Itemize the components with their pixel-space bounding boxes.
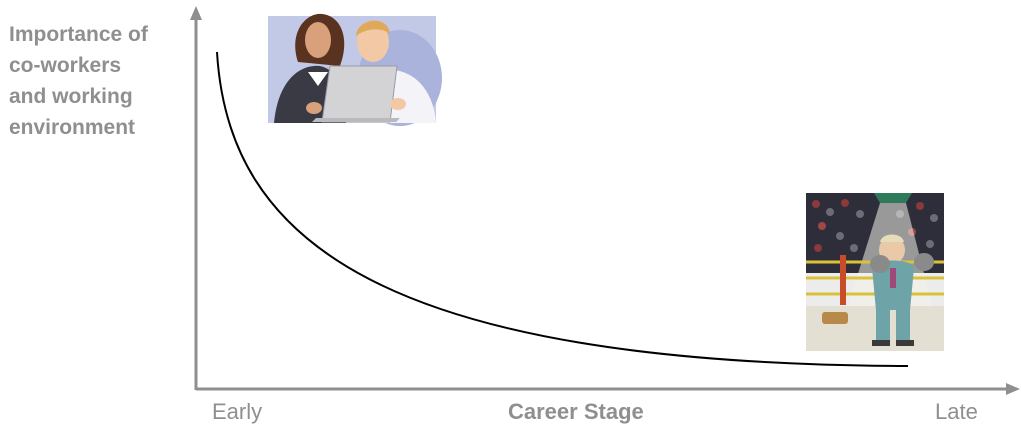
x-axis-title: Career Stage	[508, 399, 644, 424]
y-axis-label: Importance of co-workers and working env…	[9, 19, 179, 143]
y-axis-label-line-3: and working	[9, 85, 133, 108]
y-axis-label-line-2: co-workers	[9, 54, 122, 77]
x-axis-start-label: Early	[212, 399, 263, 424]
boxer-in-ring-clipart	[806, 193, 944, 351]
coworkers-at-laptop-clipart	[268, 13, 442, 126]
y-axis-arrow-icon	[190, 6, 202, 20]
y-axis-label-line-4: environment	[9, 116, 136, 139]
x-axis-arrow-icon	[1006, 383, 1020, 395]
importance-curve	[216, 51, 909, 367]
y-axis-label-line-1: Importance of	[9, 23, 148, 46]
x-axis-end-label: Late	[935, 399, 978, 424]
